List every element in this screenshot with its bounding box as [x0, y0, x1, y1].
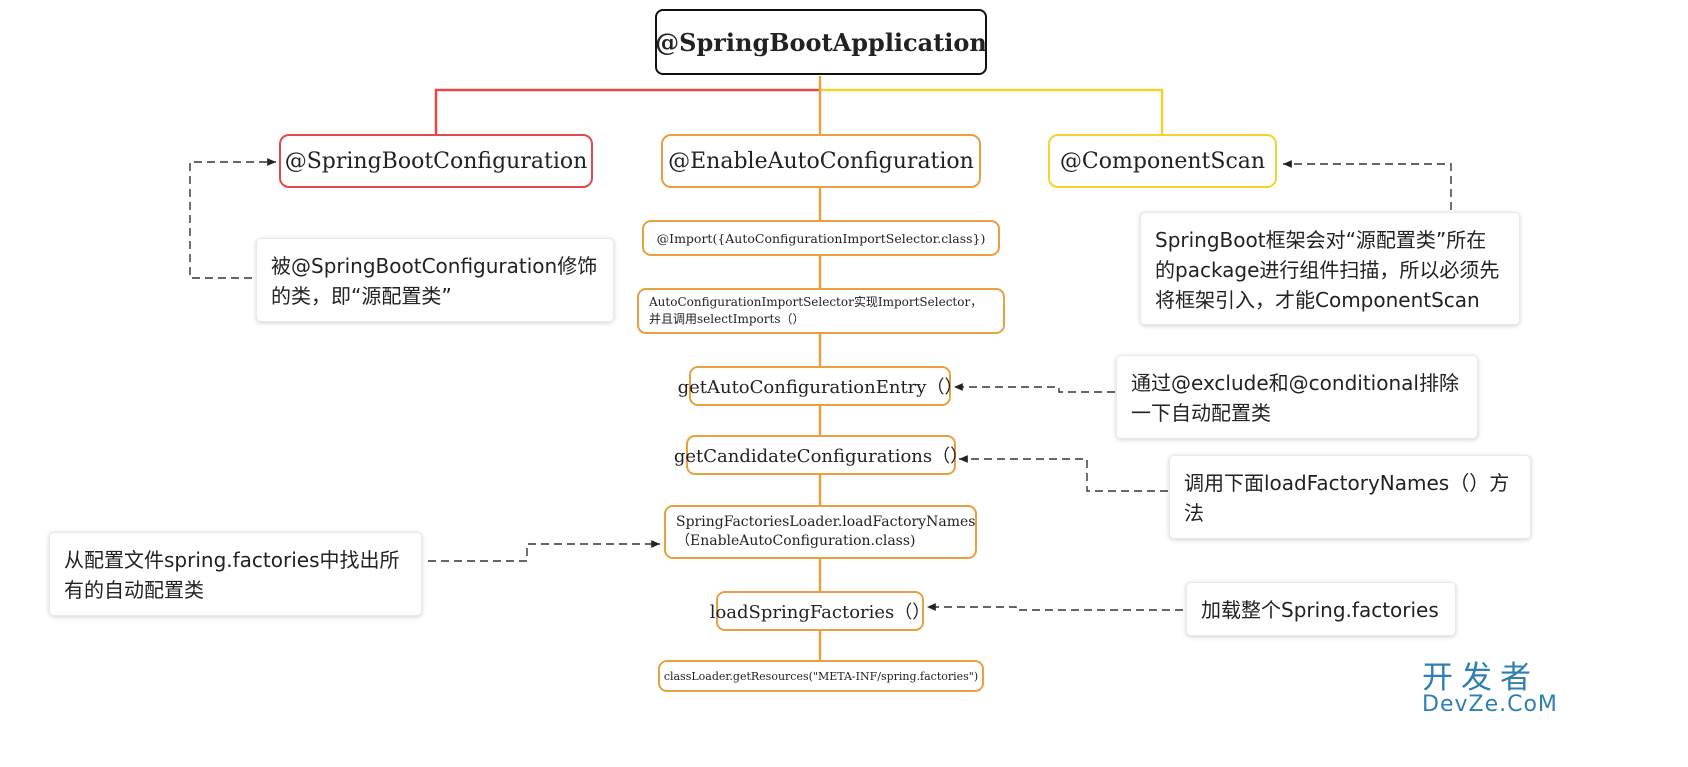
dashed-arrow-find-all	[428, 540, 660, 562]
note-find-all: 从配置文件spring.factories中找出所有的自动配置类	[49, 532, 422, 616]
chain-node-import: @Import({AutoConfigurationImportSelector…	[642, 220, 1000, 256]
note-source-class: 被@SpringBootConfiguration修饰的类，即“源配置类”	[256, 238, 614, 322]
connector-root-left	[434, 88, 820, 136]
dashed-arrow-source-class	[189, 158, 276, 279]
dashed-arrow-component-scan	[1283, 160, 1452, 210]
note-exclude: 通过@exclude和@conditional排除一下自动配置类	[1116, 355, 1478, 439]
chain-node-load-spring-factories: loadSpringFactories（）	[710, 591, 930, 631]
spring-boot-configuration-node: @SpringBootConfiguration	[279, 134, 593, 188]
chain-node-get-resources: classLoader.getResources("META-INF/sprin…	[658, 660, 984, 692]
enable-auto-configuration-node: @EnableAutoConfiguration	[661, 134, 981, 188]
dashed-arrow-exclude	[954, 383, 1115, 393]
dashed-arrow-load-all	[927, 603, 1183, 611]
note-load-all: 加载整个Spring.factories	[1186, 582, 1456, 636]
note-component-scan: SpringBoot框架会对“源配置类”所在的package进行组件扫描，所以必…	[1140, 212, 1520, 325]
note-call-load: 调用下面loadFactoryNames（）方法	[1169, 455, 1531, 539]
connector-root-right	[820, 88, 1164, 136]
chain-node-get-candidate-configurations: getCandidateConfigurations（）	[674, 435, 968, 475]
root-node: @SpringBootApplication	[655, 9, 987, 75]
watermark-en: DevZe.CoM	[1422, 692, 1558, 717]
dashed-arrow-call-load	[959, 455, 1168, 492]
chain-node-import-selector: AutoConfigurationImportSelector实现ImportS…	[637, 288, 1005, 334]
component-scan-node: @ComponentScan	[1048, 134, 1277, 188]
chain-node-get-auto-configuration-entry: getAutoConfigurationEntry（）	[678, 366, 962, 406]
watermark-cn: 开发者	[1422, 660, 1539, 696]
chain-node-load-factory-names: SpringFactoriesLoader.loadFactoryNames（E…	[664, 505, 977, 559]
